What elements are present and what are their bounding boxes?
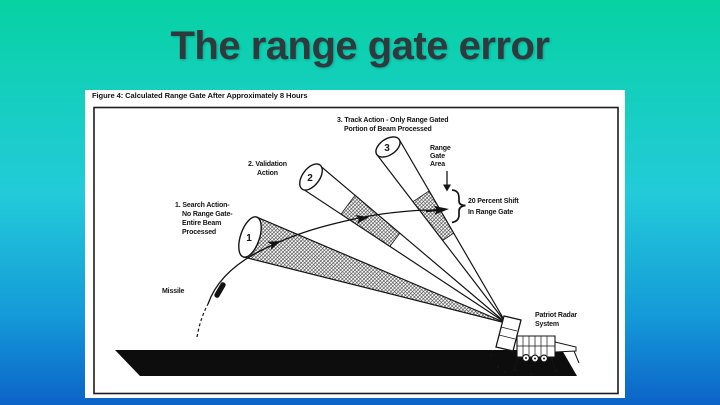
missile-icon xyxy=(214,282,226,298)
svg-text:Area: Area xyxy=(430,161,445,168)
patriot-radar-vehicle xyxy=(490,315,580,375)
svg-text:Action: Action xyxy=(257,170,278,177)
beam-1-number: 1 xyxy=(246,233,252,244)
svg-text:In Range Gate: In Range Gate xyxy=(468,209,513,216)
search-action-label: 1. Search Action- xyxy=(175,202,230,209)
figure-labels: 1. Search Action- No Range Gate- Entire … xyxy=(162,117,578,328)
beam-2-validation xyxy=(299,163,507,324)
svg-text:Entire Beam: Entire Beam xyxy=(182,220,221,227)
trajectory-arrowhead xyxy=(355,215,369,224)
svg-text:System: System xyxy=(535,321,559,328)
figure-panel: Figure 4: Calculated Range Gate After Ap… xyxy=(85,90,625,398)
validation-action-label: 2. Validation xyxy=(248,161,287,168)
svg-text:Portion of Beam Processed: Portion of Beam Processed xyxy=(344,126,432,133)
slide-title: The range gate error xyxy=(170,24,550,68)
svg-text:No Range Gate-: No Range Gate- xyxy=(182,211,233,218)
figure-caption: Figure 4: Calculated Range Gate After Ap… xyxy=(92,91,308,100)
brace-icon xyxy=(451,189,466,224)
beam-3-track xyxy=(375,136,507,324)
missile-trajectory xyxy=(196,205,449,338)
trajectory-arrowhead xyxy=(433,205,449,215)
missile-label: Missile xyxy=(162,288,185,295)
range-gate-pointer xyxy=(443,171,466,224)
range-gate-area-label: Range xyxy=(430,145,451,152)
range-gate-diagram: 1 2 3 xyxy=(93,106,619,395)
trajectory-arrowhead xyxy=(267,241,281,251)
beam-2-range-gate xyxy=(340,194,401,247)
beam-3-range-gate xyxy=(412,190,455,242)
down-arrow-icon xyxy=(443,184,451,192)
beam-2-number: 2 xyxy=(307,173,313,184)
patriot-radar-label: Patriot Radar xyxy=(535,312,577,319)
track-action-label: 3. Track Action - Only Range Gated xyxy=(337,117,448,124)
svg-text:Processed: Processed xyxy=(182,229,216,236)
svg-text:Gate: Gate xyxy=(430,153,445,160)
beam-3-number: 3 xyxy=(384,143,390,154)
beam-1-search xyxy=(238,216,507,324)
shift-label: 20 Percent Shift xyxy=(468,198,519,205)
ground xyxy=(115,350,577,376)
figure-border xyxy=(93,106,619,395)
